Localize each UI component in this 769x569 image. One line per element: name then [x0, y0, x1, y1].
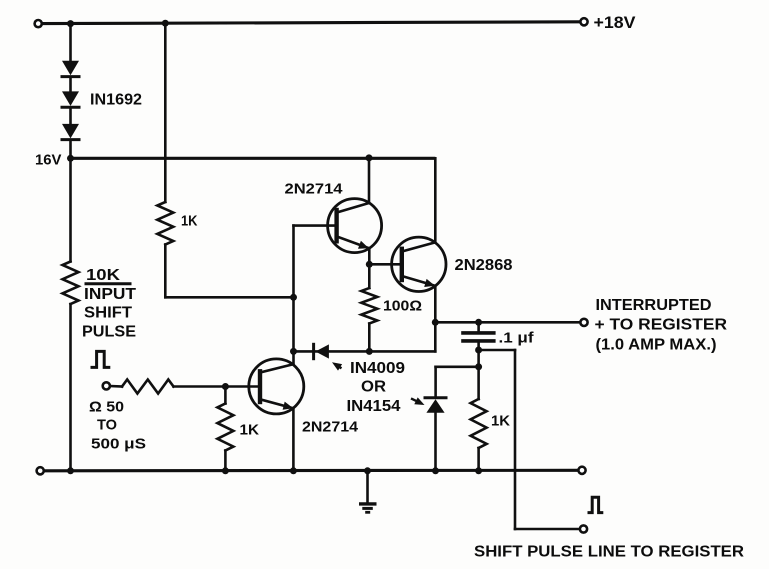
svg-text:IN4154: IN4154: [347, 398, 401, 415]
svg-text:IN1692: IN1692: [90, 92, 142, 109]
svg-text:2N2714: 2N2714: [285, 181, 344, 198]
svg-text:INTERRUPTED: INTERRUPTED: [596, 297, 712, 314]
svg-text:SHIFT: SHIFT: [84, 305, 133, 322]
svg-text:1K: 1K: [491, 413, 510, 430]
svg-text:2N2868: 2N2868: [455, 257, 513, 274]
svg-text:OR: OR: [361, 379, 386, 396]
svg-text:IN4009: IN4009: [350, 360, 405, 377]
svg-text:INPUT: INPUT: [84, 286, 137, 303]
svg-text:SHIFT PULSE LINE TO REGISTER: SHIFT PULSE LINE TO REGISTER: [474, 544, 744, 561]
svg-text:2N2714: 2N2714: [302, 419, 359, 436]
svg-text:100Ω: 100Ω: [383, 299, 422, 315]
svg-text:Ω 50: Ω 50: [89, 399, 124, 416]
svg-text:(1.0 AMP MAX.): (1.0 AMP MAX.): [596, 337, 717, 354]
svg-text:1K: 1K: [240, 422, 260, 439]
svg-text:1K: 1K: [181, 214, 198, 230]
svg-text:+ TO REGISTER: + TO REGISTER: [595, 317, 728, 334]
svg-text:.1 μf: .1 μf: [499, 330, 535, 347]
svg-text:16V: 16V: [35, 152, 62, 169]
svg-text:TO: TO: [97, 417, 117, 434]
svg-text:10K: 10K: [86, 267, 121, 284]
svg-text:+18V: +18V: [594, 13, 637, 32]
svg-text:PULSE: PULSE: [82, 324, 136, 341]
svg-text:500 μS: 500 μS: [91, 436, 146, 453]
